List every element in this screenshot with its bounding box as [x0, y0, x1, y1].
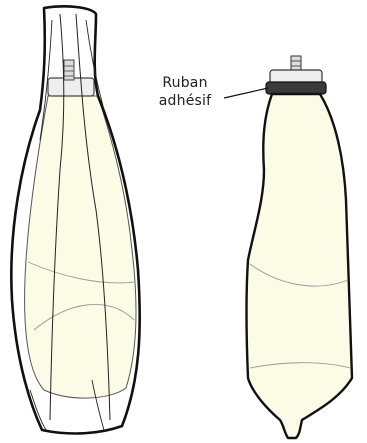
callout-leader-line [224, 88, 268, 98]
left-inner-bag [25, 96, 136, 398]
left-valve-stem [64, 60, 74, 80]
tape-callout-line-1: Ruban [146, 74, 224, 92]
right-bag-body [247, 94, 353, 438]
left-bag-in-sleeve [11, 6, 139, 433]
tape-callout-line-2: adhésif [146, 92, 224, 110]
tape-callout-label: Ruban adhésif [146, 74, 224, 110]
right-bag-taped [224, 56, 352, 438]
adhesive-tape-band [266, 82, 326, 94]
left-cap [48, 78, 94, 96]
